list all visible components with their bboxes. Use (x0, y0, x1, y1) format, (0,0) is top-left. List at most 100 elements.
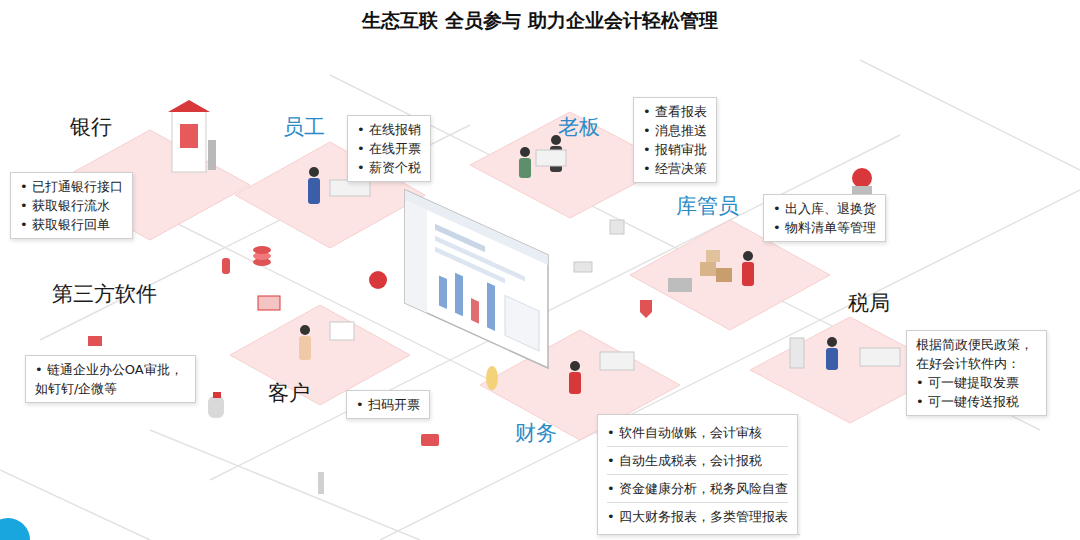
desk (536, 150, 566, 166)
bullet-item: • 可一键提取发票 (916, 373, 1037, 392)
bullet-item: • 经营决策 (643, 159, 707, 178)
chart-bar (439, 275, 447, 309)
role-heading: 第三方软件 (52, 281, 157, 307)
screen-content (405, 190, 548, 368)
shield-icon (640, 300, 652, 318)
corner-badge (0, 518, 30, 540)
grid-line (150, 430, 420, 540)
robot-base (852, 186, 872, 194)
chart-bar (471, 298, 479, 324)
role-heading: 库管员 (676, 193, 739, 219)
bullet-item: • 出入库、退换货 (773, 199, 876, 218)
bullet-item: • 报销审批 (643, 140, 707, 159)
person-head (300, 325, 310, 335)
cylinder-cap (213, 392, 221, 398)
grid-line (330, 75, 1040, 430)
red-cylinder (222, 258, 230, 274)
chart-bar (487, 282, 495, 331)
people (299, 135, 838, 394)
coin-stack (253, 246, 271, 254)
callout-box: • 扫码开票客户 (346, 390, 430, 419)
person (308, 167, 320, 204)
grid-line (860, 60, 1080, 170)
icons (0, 168, 872, 540)
bullet-item: • 查看报表 (643, 102, 707, 121)
alarm-icon (369, 271, 387, 289)
person-body (519, 158, 531, 178)
screen-bar (435, 236, 525, 282)
bullet-item: • 资金健康分析，税务风险自查 (607, 474, 788, 502)
person-head (743, 251, 753, 261)
furniture (330, 150, 900, 370)
atm-screen (180, 124, 198, 148)
kiosk (790, 338, 804, 368)
person (299, 325, 311, 360)
chart-bar (455, 273, 463, 317)
bullet-item: • 扫码开票 (356, 395, 420, 414)
bullet-item: • 在线开票 (357, 139, 421, 158)
title: 生态互联 全员参与 助力企业会计轻松管理 (0, 8, 1080, 34)
person-body (742, 262, 754, 286)
router (574, 262, 592, 272)
screen-icon (258, 296, 280, 310)
truck (668, 278, 692, 292)
bullet-item: • 消息推送 (643, 121, 707, 140)
person-head (570, 361, 580, 371)
role-heading: 银行 (70, 114, 112, 140)
callout-box: • 链通企业办公OA审批， 如钉钉/企微等第三方软件 (25, 355, 196, 403)
callout-box: • 已打通银行接口• 获取银行流水• 获取银行回单银行 (10, 172, 133, 239)
bullet-item: 根据简政便民政策， 在好会计软件内： (916, 335, 1037, 373)
role-heading: 财务 (515, 420, 557, 446)
bank-building (168, 100, 216, 172)
bullet-item: • 薪资个税 (357, 158, 421, 177)
person-body (308, 178, 320, 204)
cargo-box (700, 262, 716, 276)
bullet-item: • 自动生成税表，会计报税 (607, 446, 788, 474)
bullet-item: • 可一键传送报税 (916, 392, 1037, 411)
bullet-item: • 已打通银行接口 (20, 177, 123, 196)
person-body (299, 336, 311, 360)
screen-frame (405, 190, 548, 368)
screen-bar (435, 247, 505, 284)
robot-icon (852, 168, 872, 188)
cargo-box (706, 250, 720, 262)
person (826, 337, 838, 370)
cloud-node (610, 220, 624, 234)
screen-panel (505, 295, 539, 350)
role-heading: 员工 (283, 114, 325, 140)
atm (208, 140, 216, 170)
role-heading: 客户 (268, 380, 310, 406)
person-head (309, 167, 319, 177)
role-heading: 老板 (558, 114, 600, 140)
desk (330, 180, 370, 196)
person (742, 251, 754, 286)
lamp (486, 366, 498, 390)
building-roof (168, 100, 210, 112)
callout-box: • 查看报表• 消息推送• 报销审批• 经营决策老板 (633, 97, 717, 183)
monitor (330, 322, 354, 340)
person-head (520, 147, 530, 157)
bullet-item: • 四大财务报表，多类管理报表 (607, 502, 788, 530)
bullet-item: • 物料清单等管理 (773, 218, 876, 237)
callout-box: • 软件自动做账，会计审核• 自动生成税表，会计报税• 资金健康分析，税务风险自… (597, 414, 798, 535)
pillar (318, 472, 324, 494)
callout-box: • 出入库、退换货• 物料清单等管理库管员 (763, 194, 886, 242)
grey-cylinder (208, 396, 224, 418)
person-body (826, 348, 838, 370)
person (519, 147, 531, 178)
person (569, 361, 581, 394)
building-wall (172, 110, 206, 172)
grid-line (380, 190, 1080, 540)
bullet-item: • 在线报销 (357, 120, 421, 139)
grid-lines (0, 60, 1080, 540)
desk (600, 352, 634, 370)
bullet-item: • 获取银行回单 (20, 215, 123, 234)
red-icon (88, 336, 102, 346)
desk (860, 348, 900, 366)
screen-sidebar (405, 200, 427, 313)
bullet-item: • 链通企业办公OA审批， 如钉钉/企微等 (35, 360, 186, 398)
callout-box: • 在线报销• 在线开票• 薪资个税员工 (347, 115, 431, 182)
bullet-item: • 获取银行流水 (20, 196, 123, 215)
person-head (827, 337, 837, 347)
